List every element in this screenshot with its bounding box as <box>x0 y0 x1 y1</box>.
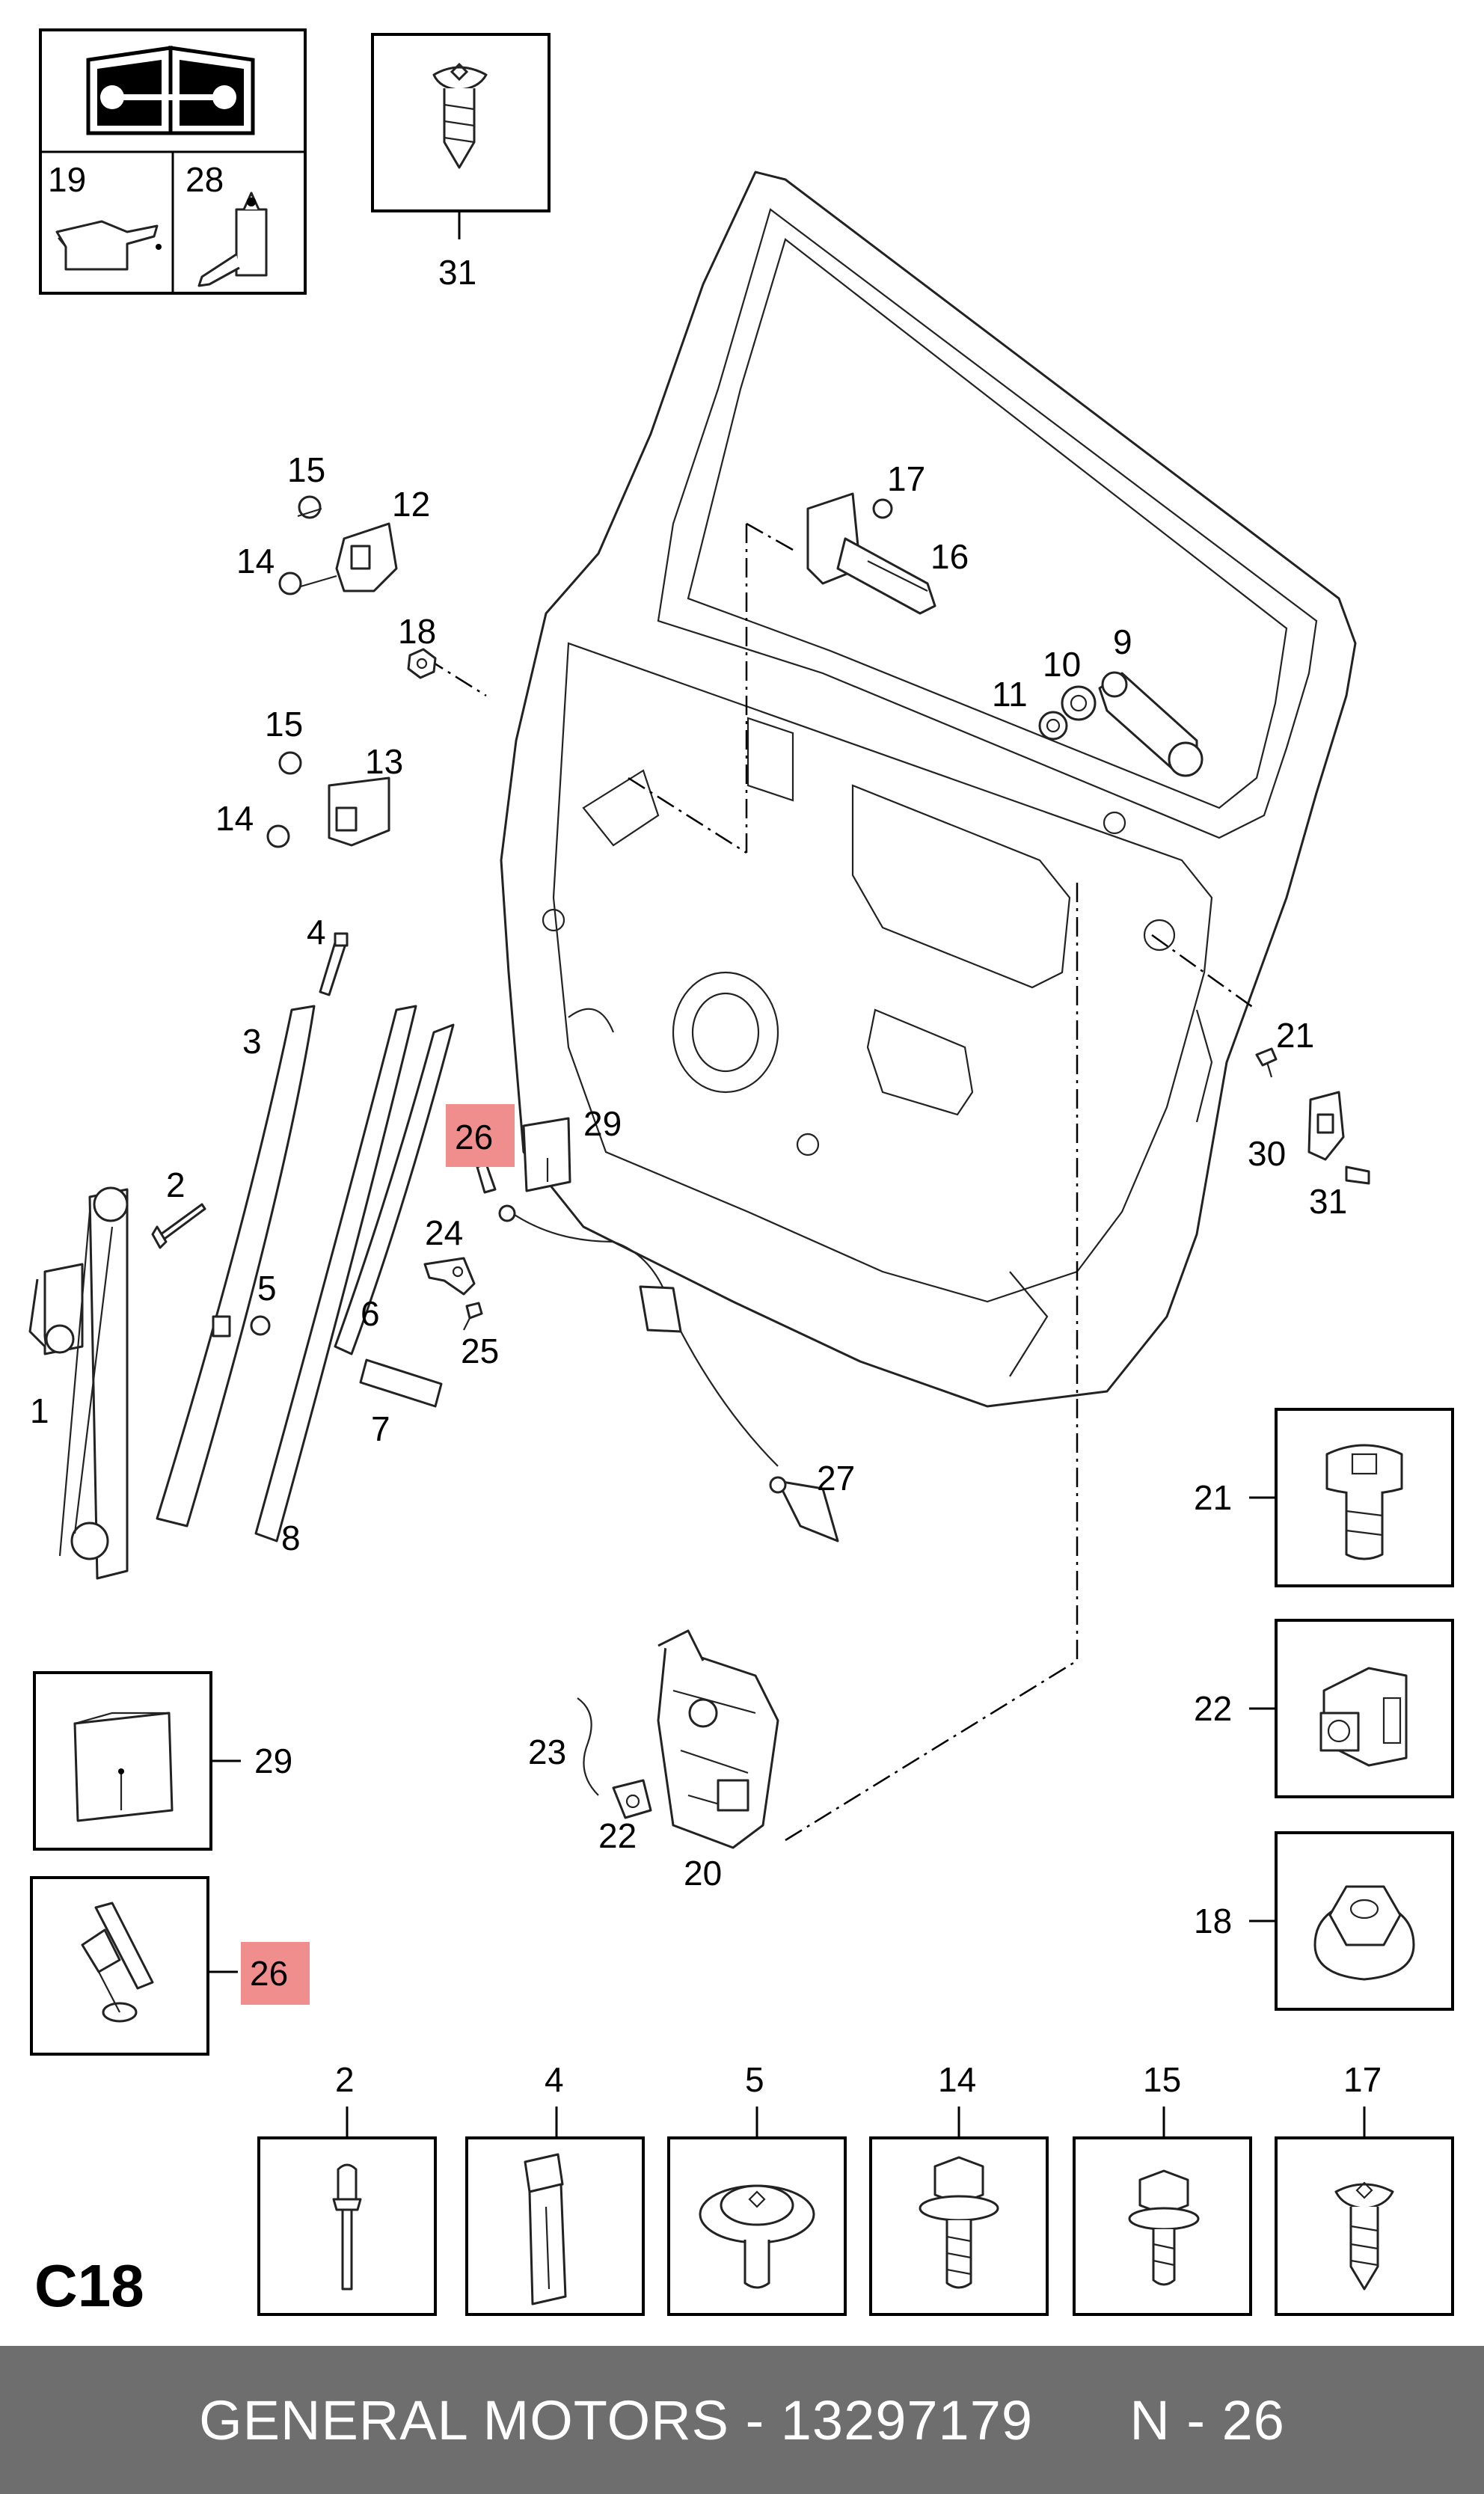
detail-box-31-top: 31 <box>371 33 551 292</box>
callout-6: 6 <box>361 1294 380 1333</box>
bracket-7 <box>359 1358 443 1408</box>
clip-4 <box>319 932 349 996</box>
detail-box-22: 22 <box>1194 1619 1454 1798</box>
cable-27 <box>498 1204 839 1542</box>
detail-box-17: 17 <box>1275 2060 1454 2316</box>
handle-24 <box>423 1257 476 1296</box>
glass-channel-3 <box>156 1005 316 1528</box>
repair-manual-icon <box>86 46 255 135</box>
bolt-5 <box>250 1315 271 1336</box>
door-latch-20 <box>657 1629 779 1849</box>
callout-3: 3 <box>242 1022 262 1061</box>
detail-box-29: 29 <box>33 1671 292 1851</box>
callout-30: 30 <box>1248 1134 1286 1173</box>
page-code: C18 <box>34 2252 144 2319</box>
detail-label-17: 17 <box>1343 2060 1382 2099</box>
callout-27: 27 <box>817 1459 855 1498</box>
callout-23: 23 <box>528 1732 566 1771</box>
adhesive-tube-icon <box>197 192 268 287</box>
parts-diagram: 19 28 31 <box>28 28 1454 2316</box>
seal-8 <box>254 1005 417 1542</box>
detail-box-18: 18 <box>1194 1831 1454 2011</box>
detail-box-14: 14 <box>869 2060 1049 2316</box>
hinge-lower <box>266 751 390 848</box>
clip-26-small <box>476 1162 497 1194</box>
footer-bar: GENERAL MOTORS - 13297179 N - 26 <box>0 2346 1484 2494</box>
detail-label-15: 15 <box>1143 2060 1181 2099</box>
detail-label-29: 29 <box>254 1741 292 1780</box>
nut-18 <box>407 648 437 679</box>
detail-box-4: 4 <box>465 2060 645 2316</box>
detail-label-5: 5 <box>745 2060 764 2099</box>
callout-15-lower: 15 <box>265 705 303 744</box>
callout-14-upper: 14 <box>236 542 275 580</box>
detail-box-2: 2 <box>257 2060 437 2316</box>
legend-label-19: 19 <box>48 160 86 199</box>
seal-6 <box>334 1023 455 1355</box>
detail-label-18: 18 <box>1194 1902 1232 1940</box>
screw-31-small <box>1345 1165 1370 1185</box>
detail-label-14: 14 <box>938 2060 976 2099</box>
detail-label-26: 26 <box>250 1954 288 1993</box>
callout-16: 16 <box>930 537 969 576</box>
detail-label-22: 22 <box>1194 1689 1232 1728</box>
legend-box: 19 28 <box>39 28 307 295</box>
callout-11: 11 <box>992 675 1028 714</box>
striker-30 <box>1307 1091 1345 1161</box>
callout-21: 21 <box>1276 1016 1314 1055</box>
detail-box-21: 21 <box>1194 1408 1454 1587</box>
detail-label-2: 2 <box>335 2060 355 2099</box>
callout-18: 18 <box>398 612 436 651</box>
clip-22-small <box>612 1779 652 1819</box>
callout-12: 12 <box>392 485 430 524</box>
callout-8: 8 <box>281 1519 301 1557</box>
callout-31: 31 <box>1309 1182 1347 1221</box>
callout-26-highlighted: 26 <box>455 1118 493 1156</box>
callout-25: 25 <box>461 1332 499 1370</box>
legend-label-28: 28 <box>186 160 224 199</box>
screw-21-small <box>1255 1047 1278 1078</box>
oil-can-icon <box>55 220 162 271</box>
detail-box-15: 15 <box>1073 2060 1252 2316</box>
callout-1: 1 <box>30 1391 49 1430</box>
callout-15-upper: 15 <box>287 450 325 489</box>
callout-13: 13 <box>365 742 403 781</box>
callout-5: 5 <box>257 1269 277 1308</box>
detail-label-4: 4 <box>545 2060 564 2099</box>
callout-9: 9 <box>1113 622 1132 661</box>
callout-22: 22 <box>598 1816 637 1855</box>
window-regulator <box>28 1186 129 1580</box>
window-crank <box>1038 671 1204 777</box>
callout-10: 10 <box>1043 645 1081 684</box>
screw-25 <box>463 1302 483 1331</box>
detail-label-31-top: 31 <box>438 253 476 292</box>
callout-2: 2 <box>166 1165 186 1204</box>
assembly-lines <box>426 522 1257 1842</box>
detail-box-26: 26 <box>30 1876 310 2056</box>
callout-7: 7 <box>371 1409 390 1448</box>
detail-box-5: 5 <box>667 2060 847 2316</box>
callout-17: 17 <box>887 459 925 498</box>
rod-23 <box>577 1697 599 1796</box>
detail-label-21: 21 <box>1194 1478 1232 1517</box>
callout-labels: 15 12 14 18 15 13 14 17 16 9 10 11 4 3 2… <box>30 450 1347 1893</box>
check-strap <box>806 492 936 615</box>
callout-14-lower: 14 <box>215 799 254 838</box>
callout-24: 24 <box>425 1213 463 1252</box>
callout-4: 4 <box>307 913 326 952</box>
pad-29-small <box>522 1117 571 1192</box>
callout-29: 29 <box>583 1104 622 1143</box>
callout-20: 20 <box>684 1854 722 1893</box>
door-panel <box>500 171 1357 1408</box>
hinge-upper <box>278 495 398 595</box>
rivet-2 <box>151 1203 206 1249</box>
footer-text: GENERAL MOTORS - 13297179 N - 26 <box>199 2389 1285 2451</box>
